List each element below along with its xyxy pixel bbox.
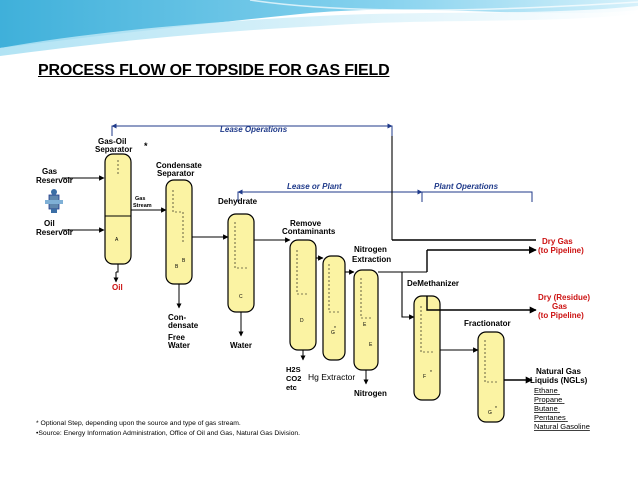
process-flow-diagram: Lease Operations Lease or Plant Plant Op… bbox=[32, 122, 612, 440]
vessel-nitrogen-extraction bbox=[353, 269, 379, 371]
wellhead-icon bbox=[45, 189, 63, 213]
vessel-demethanizer bbox=[413, 295, 441, 401]
band-label-lease-operations: Lease Operations bbox=[220, 125, 288, 134]
vessel-marker: B bbox=[182, 258, 186, 264]
gas-reservoir-label: Gas Reservoir bbox=[36, 167, 73, 185]
slide-title: PROCESS FLOW OF TOPSIDE FOR GAS FIELD bbox=[38, 62, 390, 79]
vessel-hg-extractor bbox=[322, 255, 346, 361]
dehydrate-label: Dehydrate bbox=[218, 197, 258, 206]
vessel-marker: B bbox=[175, 264, 179, 270]
band-label-plant-operations: Plant Operations bbox=[434, 182, 499, 191]
vessel-marker: G bbox=[488, 410, 492, 416]
nitrogen-output-label: Nitrogen bbox=[354, 389, 387, 398]
vessel-marker: F bbox=[423, 374, 426, 380]
optional-step-marker: * bbox=[144, 141, 148, 151]
dry-residue-gas-label: Dry (Residue) Gas (to Pipeline) bbox=[538, 293, 592, 320]
ngl-title-label: Natural Gas Liquids (NGLs) bbox=[530, 367, 588, 385]
vessel-marker: G bbox=[331, 330, 335, 336]
vessel-marker: D bbox=[300, 318, 304, 324]
demethanizer-label: DeMethanizer bbox=[407, 279, 459, 288]
free-water-output-label: Free Water bbox=[168, 333, 190, 350]
water-output-label: Water bbox=[230, 341, 252, 350]
oil-output-label: Oil bbox=[112, 283, 123, 292]
hg-extractor-label: Hg Extractor bbox=[308, 372, 355, 382]
contaminants-output-label: H2S CO2 etc bbox=[286, 365, 304, 392]
gas-oil-separator-label: Gas-Oil Separator bbox=[95, 137, 132, 154]
footnote-optional-step: * Optional Step, depending upon the sour… bbox=[36, 420, 241, 427]
vessel-marker: C bbox=[239, 294, 243, 300]
band-label-lease-or-plant: Lease or Plant bbox=[287, 182, 342, 191]
oil-reservoir-label: Oil Reservoir bbox=[36, 219, 73, 237]
vessel-fractionator bbox=[477, 331, 505, 423]
header-wave bbox=[0, 0, 638, 48]
nitrogen-extraction-label: Nitrogen Extraction bbox=[352, 245, 391, 264]
vessel-condensate-separator bbox=[165, 179, 193, 285]
fractionator-label: Fractionator bbox=[464, 319, 511, 328]
footnote-source: •Source: Energy Information Administrati… bbox=[36, 430, 300, 437]
operation-bands bbox=[111, 123, 533, 202]
vessel-marker: * bbox=[430, 370, 432, 376]
vessel-marker: E bbox=[363, 322, 367, 328]
vessel-remove-contaminants bbox=[289, 239, 317, 351]
ngl-items-list: Ethane Propane Butane Pentanes Natural G… bbox=[534, 386, 590, 431]
vessel-marker: * bbox=[495, 406, 497, 412]
vessel-gas-oil-separator bbox=[104, 153, 132, 265]
vessel-marker: E bbox=[369, 342, 373, 348]
vessel-marker: * bbox=[334, 326, 336, 332]
vessel-marker: A bbox=[115, 237, 119, 243]
condensate-separator-label: Condensate Separator bbox=[156, 161, 204, 178]
remove-contaminants-label: Remove Contaminants bbox=[282, 219, 336, 236]
condensate-output-label: Con- densate bbox=[168, 313, 199, 330]
gas-stream-label: Gas Stream bbox=[133, 196, 152, 209]
header-wave-highlight bbox=[0, 6, 638, 56]
dry-gas-label: Dry Gas (to Pipeline) bbox=[538, 237, 584, 255]
